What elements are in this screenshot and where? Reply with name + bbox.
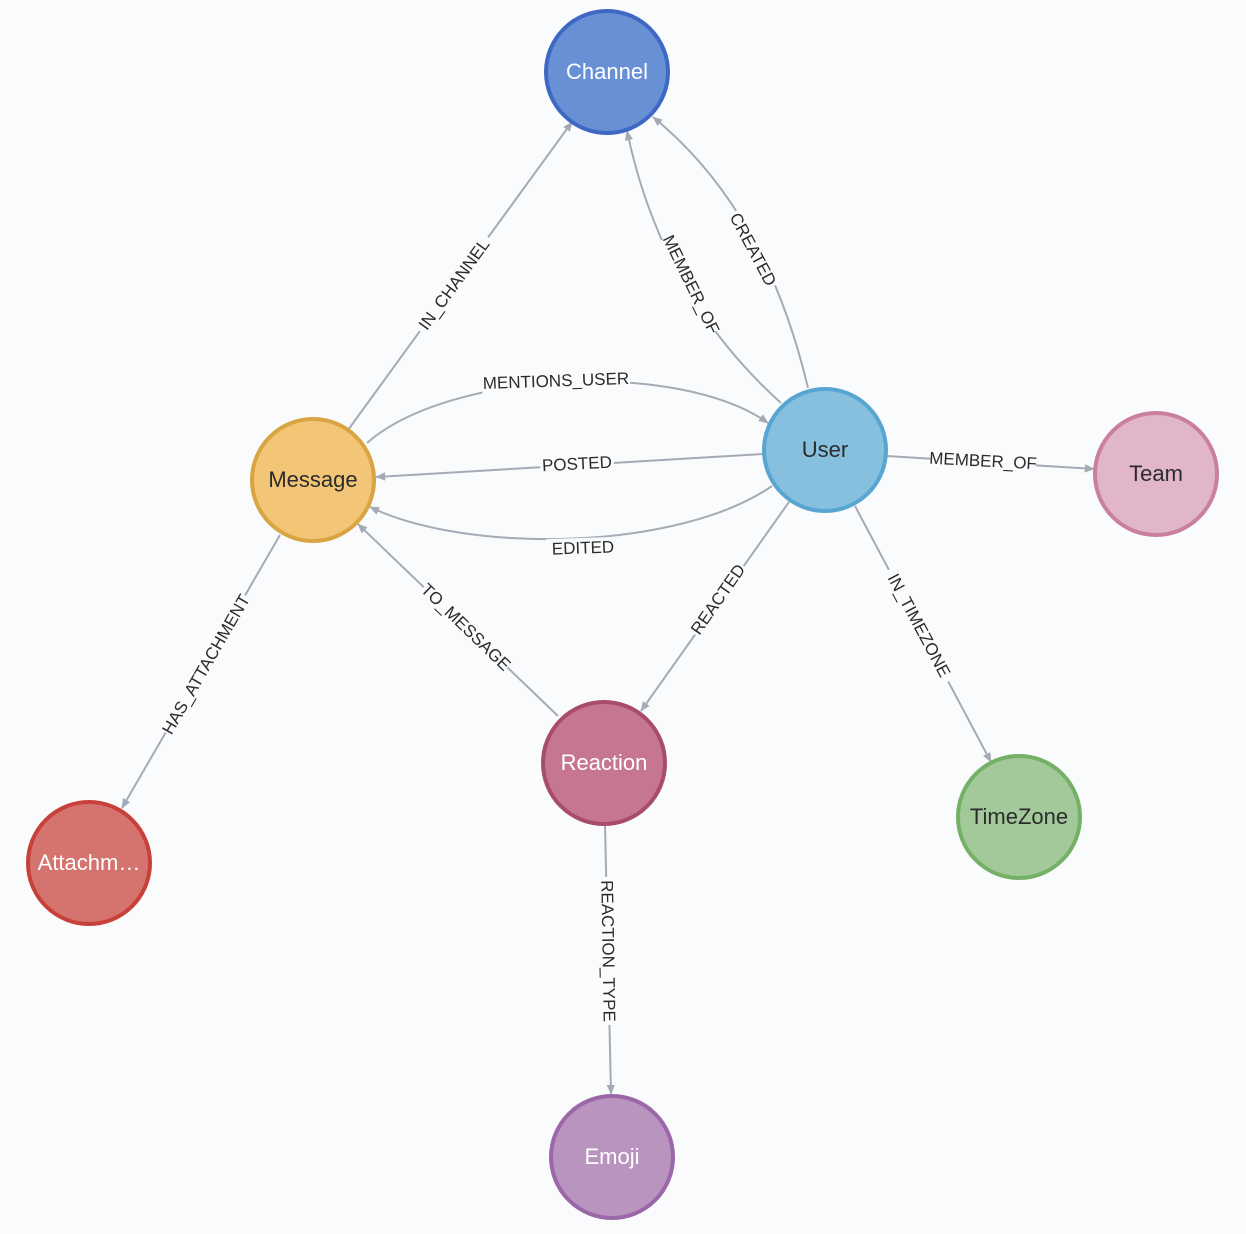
edge-label-gap (722, 207, 782, 293)
node-timezone[interactable]: TimeZone (956, 754, 1082, 880)
edge-edited[interactable]: EDITED (369, 485, 773, 562)
edge-label: HAS_ATTACHMENT (158, 591, 253, 737)
node-team[interactable]: Team (1093, 411, 1219, 537)
edge-label-gap (929, 448, 1037, 476)
node-circle[interactable] (26, 800, 152, 926)
node-label: User (802, 437, 848, 462)
edge-in-timezone[interactable]: IN_TIMEZONE (854, 505, 992, 763)
edge-mentions-user[interactable]: MENTIONS_USER (366, 368, 769, 444)
edge-has-attachment[interactable]: HAS_ATTACHMENT (121, 534, 281, 809)
node-emoji[interactable]: Emoji (549, 1094, 675, 1220)
node-label: Emoji (584, 1144, 639, 1169)
edge-reacted[interactable]: REACTED (640, 501, 790, 712)
node-message[interactable]: Message (250, 417, 376, 543)
edge-to-message[interactable]: TO_MESSAGE (357, 523, 559, 717)
node-circle[interactable] (956, 754, 1082, 880)
edge-label-gap (415, 579, 515, 677)
edge-label: EDITED (551, 537, 614, 558)
edge-member-of-team[interactable]: MEMBER_OF (886, 448, 1095, 476)
edge-label: TO_MESSAGE (417, 580, 514, 675)
edge-label-gap (545, 536, 621, 562)
edge-reaction-type[interactable]: REACTION_TYPE (594, 823, 620, 1095)
node-circle[interactable] (544, 9, 670, 135)
node-label: Attachm… (38, 850, 141, 875)
edge-label-gap (878, 564, 958, 688)
edge-label: REACTED (687, 561, 749, 638)
node-circle[interactable] (549, 1094, 675, 1220)
edge-label-gap (539, 452, 615, 478)
node-attachment[interactable]: Attachm… (26, 800, 152, 926)
node-circle[interactable] (250, 417, 376, 543)
node-user[interactable]: User (762, 387, 888, 513)
node-channel[interactable]: Channel (544, 9, 670, 135)
edge-label: IN_CHANNEL (415, 235, 494, 333)
node-label: Message (268, 467, 357, 492)
edge-line[interactable] (369, 485, 773, 541)
edge-label-gap (157, 590, 257, 740)
edge-label-gap (685, 559, 753, 641)
edge-label-gap (412, 231, 498, 339)
edge-label-gap (657, 232, 723, 338)
edge-label: REACTION_TYPE (597, 880, 618, 1022)
edge-label: CREATED (726, 210, 780, 290)
edge-label: IN_TIMEZONE (884, 571, 954, 681)
node-label: Team (1129, 461, 1183, 486)
edge-label-gap (594, 876, 620, 1026)
edge-posted[interactable]: POSTED (375, 452, 765, 481)
node-circle[interactable] (1093, 411, 1219, 537)
node-label: Channel (566, 59, 648, 84)
node-reaction[interactable]: Reaction (541, 700, 667, 826)
node-label: TimeZone (970, 804, 1068, 829)
edge-label-gap (481, 368, 631, 396)
node-circle[interactable] (762, 387, 888, 513)
edge-label: POSTED (542, 453, 613, 476)
node-circle[interactable] (541, 700, 667, 826)
node-label: Reaction (561, 750, 648, 775)
edge-label: MEMBER_OF (659, 232, 723, 337)
